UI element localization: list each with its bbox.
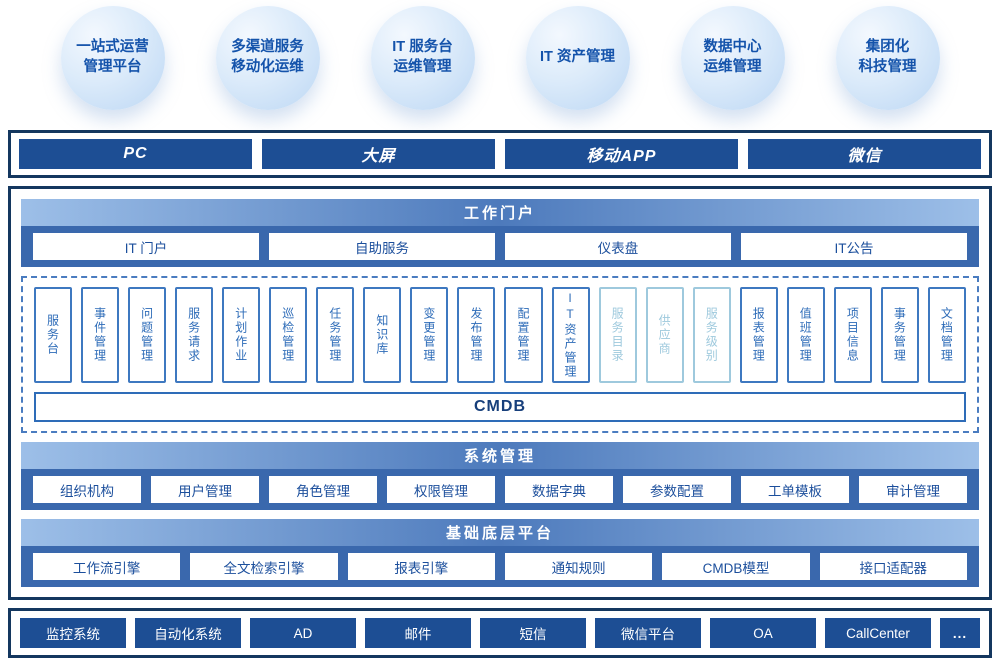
scenario-bubble: 集团化 科技管理 [835, 6, 940, 110]
platform-items-row: 工作流引擎 全文检索引擎 报表引擎 通知规则 CMDB模型 接口适配器 [21, 546, 979, 580]
module-item: 项目信息 [833, 287, 872, 383]
platform-band-title: 基础底层平台 [21, 519, 979, 546]
system-items-row: 组织机构 用户管理 角色管理 权限管理 数据字典 参数配置 工单模板 审计管理 [21, 469, 979, 503]
module-item: 服务台 [34, 287, 73, 383]
integration-item: OA [710, 618, 816, 648]
system-band: 系统管理 组织机构 用户管理 角色管理 权限管理 数据字典 参数配置 工单模板 … [21, 442, 979, 510]
system-item: 组织机构 [33, 476, 141, 503]
scenario-bubble: 一站式运营 管理平台 [60, 6, 165, 110]
module-item: 配置管理 [504, 287, 543, 383]
scenario-bubble: 数据中心 运维管理 [680, 6, 785, 110]
scenario-bubble: IT 资产管理 [525, 6, 630, 110]
platform-item: 全文检索引擎 [190, 553, 338, 580]
module-item: 巡检管理 [269, 287, 308, 383]
module-item: 计划作业 [222, 287, 261, 383]
platform-band: 基础底层平台 工作流引擎 全文检索引擎 报表引擎 通知规则 CMDB模型 接口适… [21, 519, 979, 587]
module-item: 事务管理 [880, 287, 919, 383]
module-item: 服务请求 [175, 287, 214, 383]
system-item: 审计管理 [859, 476, 967, 503]
module-item: 任务管理 [316, 287, 355, 383]
portal-band-title: 工作门户 [21, 199, 979, 226]
platform-item: 通知规则 [504, 553, 653, 580]
module-item: 报表管理 [739, 287, 778, 383]
system-item: 角色管理 [269, 476, 377, 503]
system-item: 权限管理 [387, 476, 495, 503]
integration-item-more: ... [940, 618, 980, 648]
modules-row: 服务台 事件管理 问题管理 服务请求 计划作业 巡检管理 任务管理 知识库 变更… [34, 287, 966, 383]
module-item: 文档管理 [927, 287, 966, 383]
scenario-bubble: 多渠道服务 移动化运维 [215, 6, 320, 110]
module-item: 知识库 [363, 287, 402, 383]
integration-item: AD [250, 618, 356, 648]
platform-item: 接口适配器 [819, 553, 967, 580]
cmdb-bar: CMDB [34, 392, 966, 422]
system-item: 工单模板 [741, 476, 849, 503]
portal-items-row: IT 门户 自助服务 仪表盘 IT公告 [21, 226, 979, 260]
portal-item: 自助服务 [269, 233, 495, 260]
portal-item: IT 门户 [33, 233, 259, 260]
integration-item: CallCenter [825, 618, 931, 648]
integration-item: 监控系统 [20, 618, 126, 648]
channel-item: 微信 [748, 139, 981, 169]
portal-band: 工作门户 IT 门户 自助服务 仪表盘 IT公告 [21, 199, 979, 267]
channel-item: PC [19, 139, 252, 169]
scenario-bubbles-row: 一站式运营 管理平台 多渠道服务 移动化运维 IT 服务台 运维管理 IT 资产… [0, 6, 1000, 110]
platform-item: CMDB模型 [662, 553, 810, 580]
platform-item: 工作流引擎 [33, 553, 181, 580]
access-channels-bar: PC 大屏 移动APP 微信 [8, 130, 992, 178]
platform-item: 报表引擎 [347, 553, 495, 580]
portal-item: IT公告 [741, 233, 967, 260]
integration-item: 自动化系统 [135, 618, 241, 648]
portal-item: 仪表盘 [505, 233, 731, 260]
system-item: 参数配置 [623, 476, 731, 503]
module-item: 值班管理 [786, 287, 825, 383]
main-architecture-panel: 工作门户 IT 门户 自助服务 仪表盘 IT公告 服务台 事件管理 问题管理 服… [8, 186, 992, 600]
integration-item: 邮件 [365, 618, 471, 648]
module-item: 发布管理 [457, 287, 496, 383]
module-item: 服务级别 [692, 287, 731, 383]
integration-item: 短信 [480, 618, 586, 648]
module-item: 问题管理 [128, 287, 167, 383]
system-band-title: 系统管理 [21, 442, 979, 469]
module-item: 变更管理 [410, 287, 449, 383]
modules-panel: 服务台 事件管理 问题管理 服务请求 计划作业 巡检管理 任务管理 知识库 变更… [21, 276, 979, 433]
system-item: 数据字典 [505, 476, 613, 503]
module-item: 事件管理 [81, 287, 120, 383]
module-item: 服务目录 [598, 287, 637, 383]
module-item: 供应商 [645, 287, 684, 383]
integration-item: 微信平台 [595, 618, 701, 648]
integration-systems-bar: 监控系统 自动化系统 AD 邮件 短信 微信平台 OA CallCenter .… [8, 608, 992, 658]
channel-item: 大屏 [262, 139, 495, 169]
module-item: IT资产管理 [551, 287, 590, 383]
channel-item: 移动APP [505, 139, 738, 169]
scenario-bubble: IT 服务台 运维管理 [370, 6, 475, 110]
system-item: 用户管理 [151, 476, 259, 503]
